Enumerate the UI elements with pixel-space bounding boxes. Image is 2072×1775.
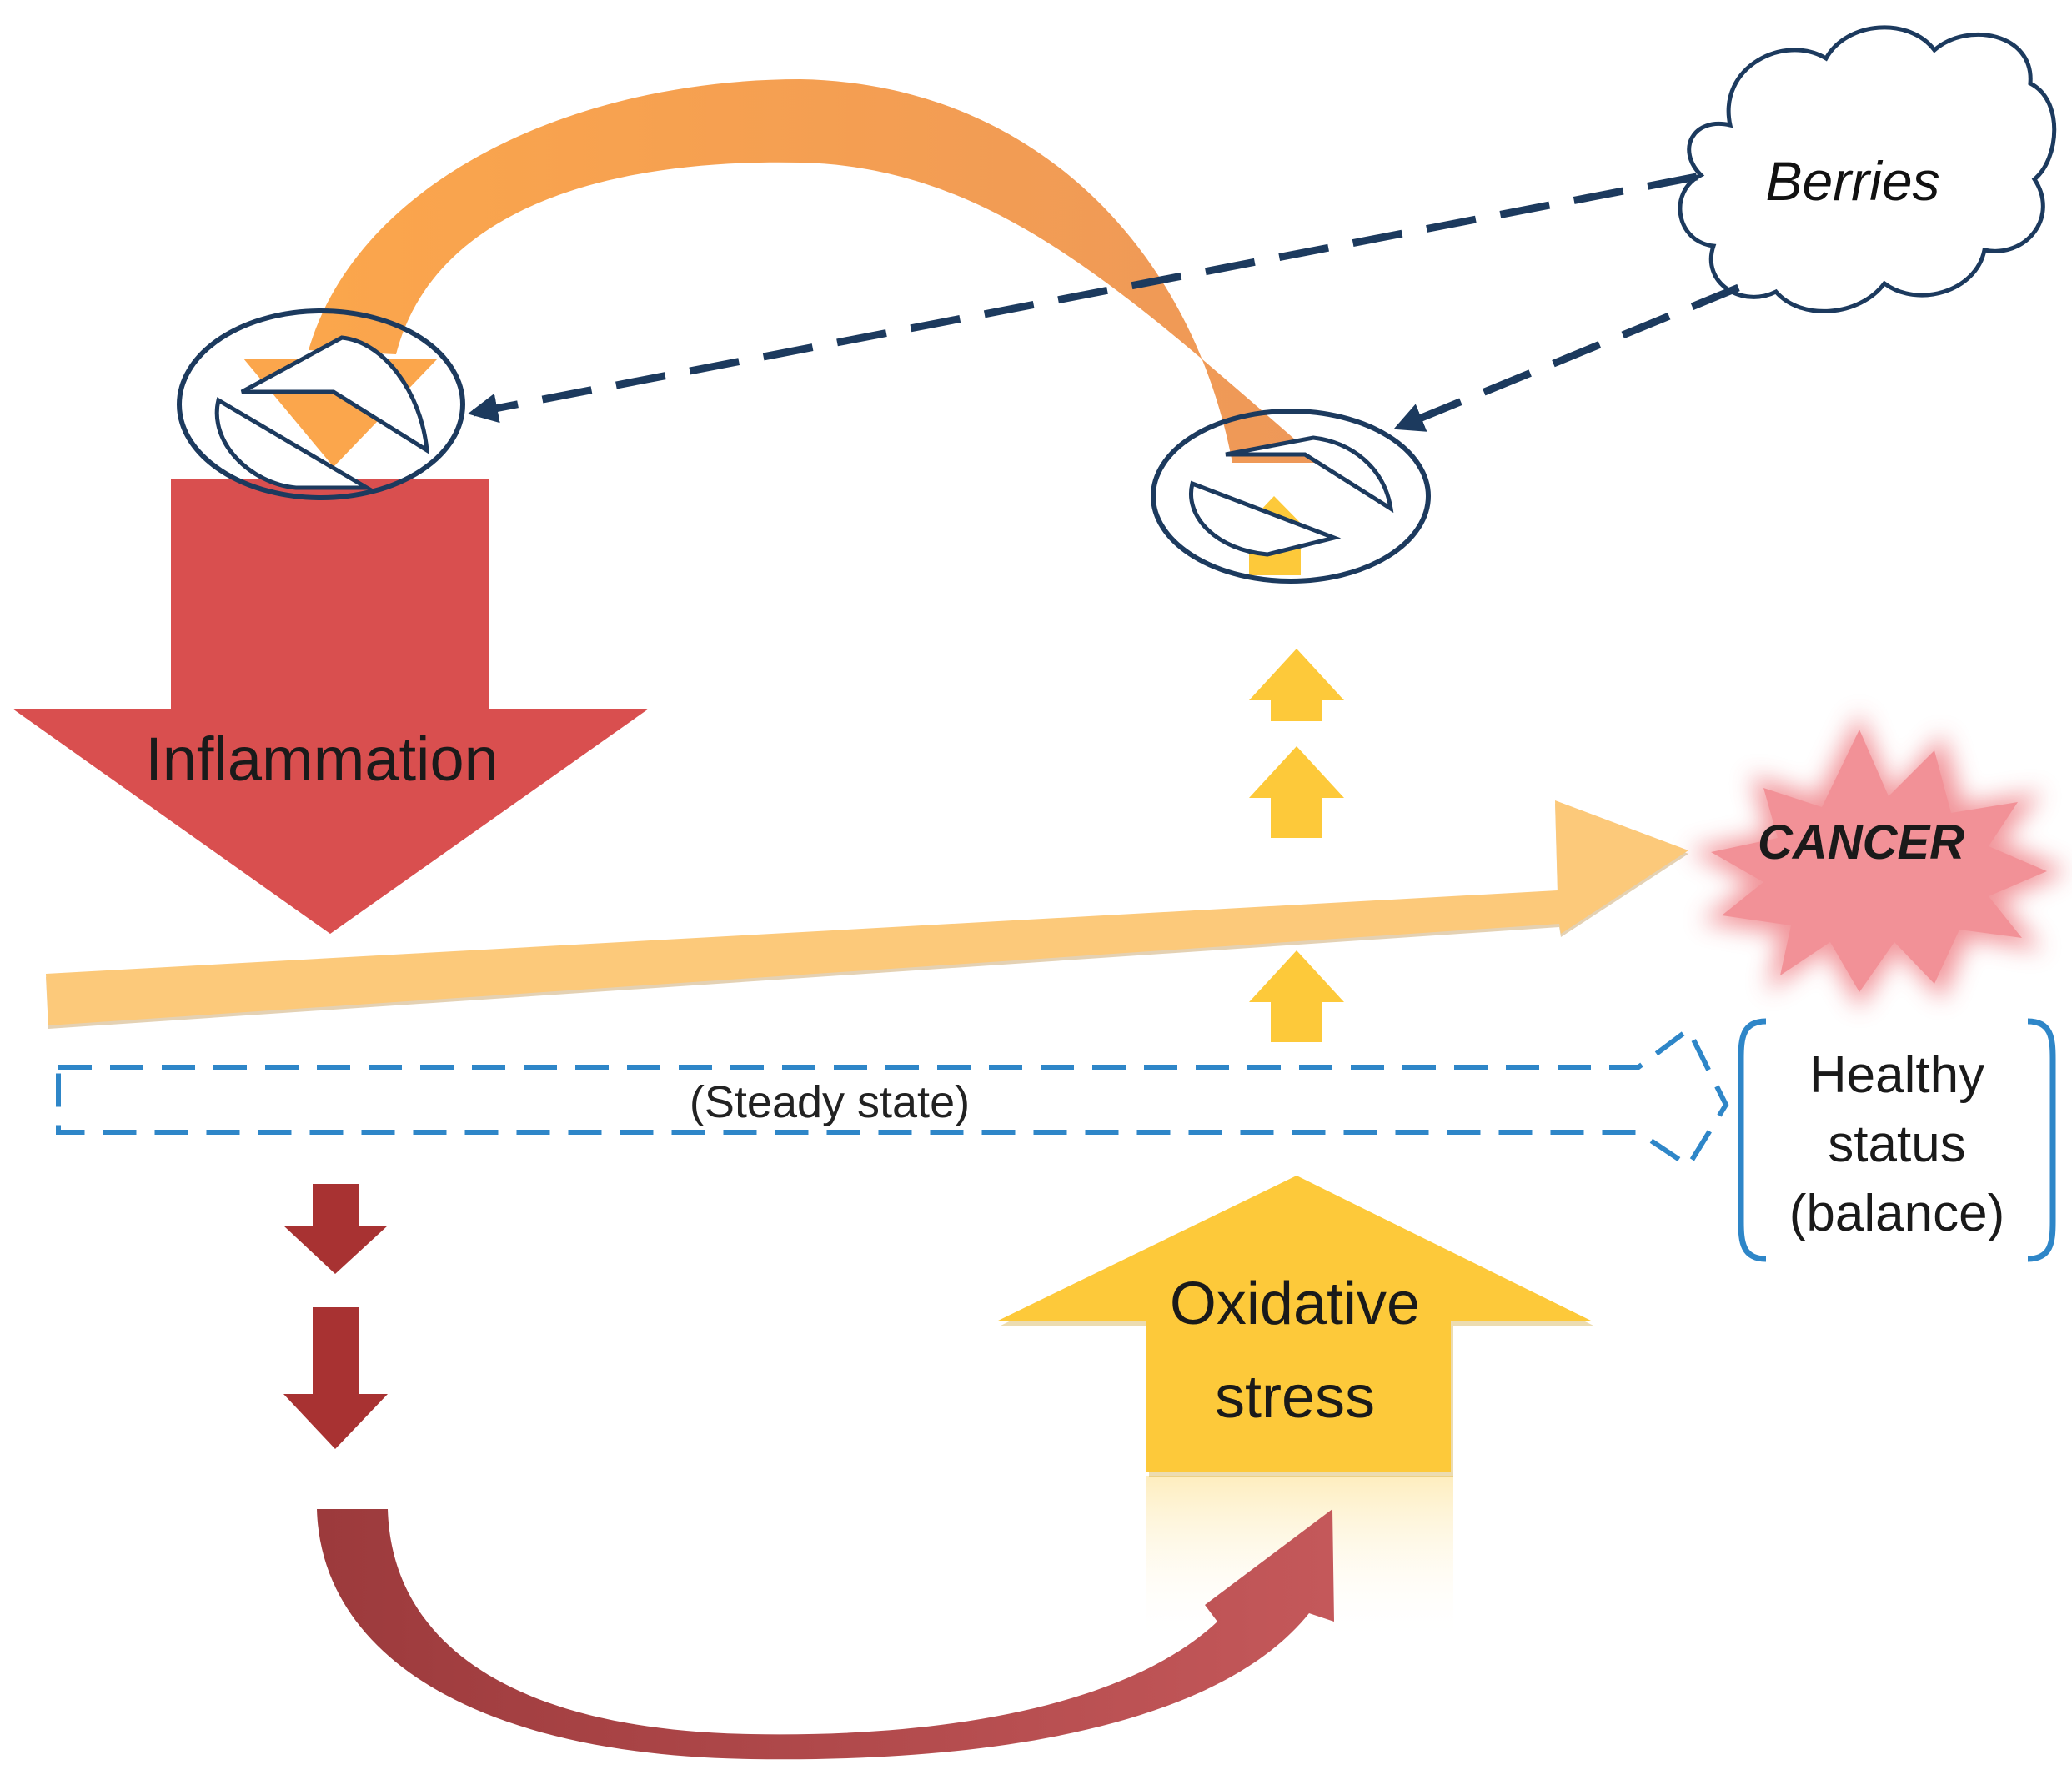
- oxidative-label-line-1: Oxidative: [1170, 1271, 1420, 1337]
- inflammation-arrow: Inflammation: [13, 479, 649, 934]
- cloud-icon: [1678, 25, 2057, 313]
- bottom-curved-arrow: [317, 1509, 1334, 1760]
- cancer-burst: CANCER: [1688, 713, 2068, 1009]
- healthy-line-2: status: [1828, 1116, 1965, 1173]
- berries-label: Berries: [1765, 150, 1939, 212]
- steady-state-arrow: (Steady state): [56, 1025, 1729, 1170]
- oxidative-label-line-2: stress: [1215, 1364, 1375, 1431]
- berries-to-inflammation-arrow: [467, 173, 1698, 424]
- berries-cloud: Berries: [1678, 25, 2057, 313]
- healthy-line-1: Healthy: [1809, 1046, 1984, 1104]
- small-yellow-arrow: [1249, 950, 1344, 1042]
- berries-to-oxidative-arrow: [1393, 283, 1740, 432]
- healthy-line-3: (balance): [1789, 1185, 2004, 1242]
- inflammation-label: Inflammation: [145, 725, 499, 794]
- inhibition-icon: [177, 308, 465, 500]
- small-yellow-arrow: [1249, 746, 1344, 838]
- healthy-status-bracket: Healthy status (balance): [1738, 1018, 2056, 1262]
- inhibition-icon: [1151, 409, 1431, 584]
- small-red-arrow: [283, 1184, 388, 1274]
- arrow-to-cancer: [46, 800, 1688, 1029]
- small-yellow-arrow: [1249, 649, 1344, 721]
- cancer-label: CANCER: [1758, 815, 1964, 870]
- steady-state-label: (Steady state): [690, 1077, 970, 1127]
- small-red-arrow: [283, 1307, 388, 1449]
